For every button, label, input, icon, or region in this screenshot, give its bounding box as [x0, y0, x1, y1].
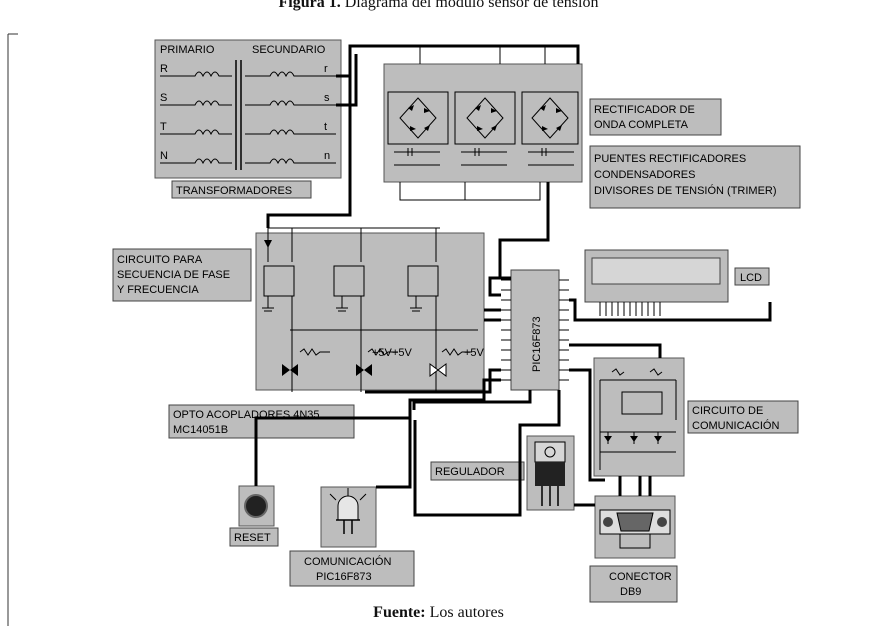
- secondary-label: SECUNDARIO: [252, 44, 326, 56]
- phase-circuit-line-1: CIRCUITO PARA: [117, 254, 203, 266]
- source-label: Fuente:: [373, 604, 426, 621]
- pic-label: PIC16F873: [531, 316, 543, 372]
- rectifier-desc-3: DIVISORES DE TENSIÓN (TRIMER): [594, 184, 777, 197]
- opto-block: +5V +5V +5V: [255, 227, 485, 392]
- comm-led-line-2: PIC16F873: [316, 571, 372, 583]
- figure-title: Diagrama del módulo sensor de tensión: [344, 0, 599, 11]
- secondary-phase-r: r: [324, 63, 328, 75]
- voltage-label-3: +5V: [464, 347, 485, 359]
- primary-phase-t: T: [160, 121, 167, 133]
- figure-caption: Figura 1. Diagrama del módulo sensor de …: [0, 0, 877, 12]
- reset-button-component: [238, 485, 275, 527]
- wiring: [254, 44, 772, 517]
- connector-line-2: DB9: [620, 586, 641, 598]
- rectifier-block: [383, 63, 583, 183]
- source-text: Los autores: [429, 604, 504, 621]
- secondary-phase-s: s: [324, 92, 330, 104]
- primary-phase-s: S: [160, 92, 167, 104]
- lcd-display: [584, 249, 729, 316]
- db9-connector: [594, 495, 676, 559]
- opto-line-2: MC14051B: [173, 424, 228, 436]
- reset-label: RESET: [234, 532, 271, 544]
- comm-led-component: [320, 486, 377, 548]
- transformer-block: PRIMARIO SECUNDARIO R S T N r s t n: [154, 39, 342, 179]
- primary-phase-n: N: [160, 150, 168, 162]
- lcd-label: LCD: [740, 272, 762, 284]
- secondary-phase-n: n: [324, 150, 330, 162]
- rectifier-desc-1: PUENTES RECTIFICADORES: [594, 153, 746, 165]
- rectifier-desc-2: CONDENSADORES: [594, 169, 695, 181]
- phase-circuit-line-3: Y FRECUENCIA: [117, 284, 199, 296]
- comm-led-line-1: COMUNICACIÓN: [304, 555, 391, 568]
- connector-line-1: CONECTOR: [609, 571, 672, 583]
- rectifier-title-2: ONDA COMPLETA: [594, 119, 689, 131]
- transformer-label: TRANSFORMADORES: [176, 185, 292, 197]
- regulator-component: [526, 435, 575, 511]
- comm-circuit-block: [593, 357, 685, 477]
- figure-label: Figura 1.: [278, 0, 341, 11]
- voltage-label-1: +5V: [372, 347, 393, 359]
- rectifier-title-1: RECTIFICADOR DE: [594, 104, 695, 116]
- comm-circuit-line-1: CIRCUITO DE: [692, 405, 763, 417]
- comm-circuit-line-2: COMUNICACIÓN: [692, 419, 779, 432]
- voltage-label-2: +5V: [392, 347, 413, 359]
- primary-phase-r: R: [160, 63, 168, 75]
- pic-microcontroller: PIC16F873: [501, 269, 569, 391]
- phase-circuit-line-2: SECUENCIA DE FASE: [117, 269, 230, 281]
- regulator-label: REGULADOR: [435, 466, 505, 478]
- primary-label: PRIMARIO: [160, 44, 215, 56]
- figure-source: Fuente: Los autores: [0, 604, 877, 622]
- secondary-phase-t: t: [324, 121, 327, 133]
